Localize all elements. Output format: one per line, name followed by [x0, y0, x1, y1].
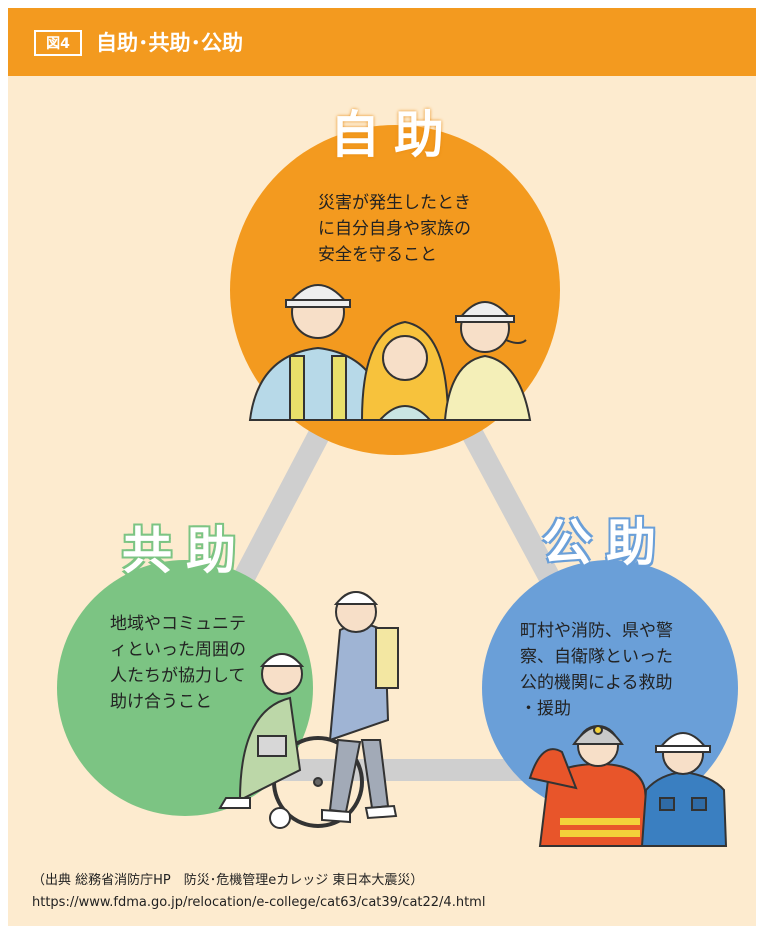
public-help-description: 町村や消防、県や警 察、自衛隊といった 公的機関による救助 ・援助	[520, 621, 673, 719]
figure-badge: 図4	[34, 30, 82, 56]
rescue-staff-illustration	[640, 732, 728, 847]
firefighter-illustration	[528, 725, 652, 847]
wheelchair-illustration	[218, 653, 364, 829]
figure-header	[8, 8, 756, 76]
figure-title: 自助･共助･公助	[96, 31, 243, 55]
source-citation: （出典 総務省消防庁HP 防災･危機管理eカレッジ 東日本大震災） https:…	[32, 870, 485, 914]
mutual-help-title: 共助	[122, 522, 250, 580]
public-help-title: 公助	[542, 514, 670, 572]
self-help-title: 自助	[330, 106, 458, 164]
source-url: https://www.fdma.go.jp/relocation/e-coll…	[32, 895, 486, 910]
self-help-description: 災害が発生したとき に自分自身や家族の 安全を守ること	[318, 193, 471, 265]
source-line: （出典 総務省消防庁HP 防災･危機管理eカレッジ 東日本大震災）	[32, 873, 424, 888]
mutual-help-description: 地域やコミュニテ ィといった周囲の 人たちが協力して 助け合うこと	[110, 614, 246, 712]
family-illustration	[248, 284, 532, 421]
helper-illustration	[321, 591, 399, 824]
